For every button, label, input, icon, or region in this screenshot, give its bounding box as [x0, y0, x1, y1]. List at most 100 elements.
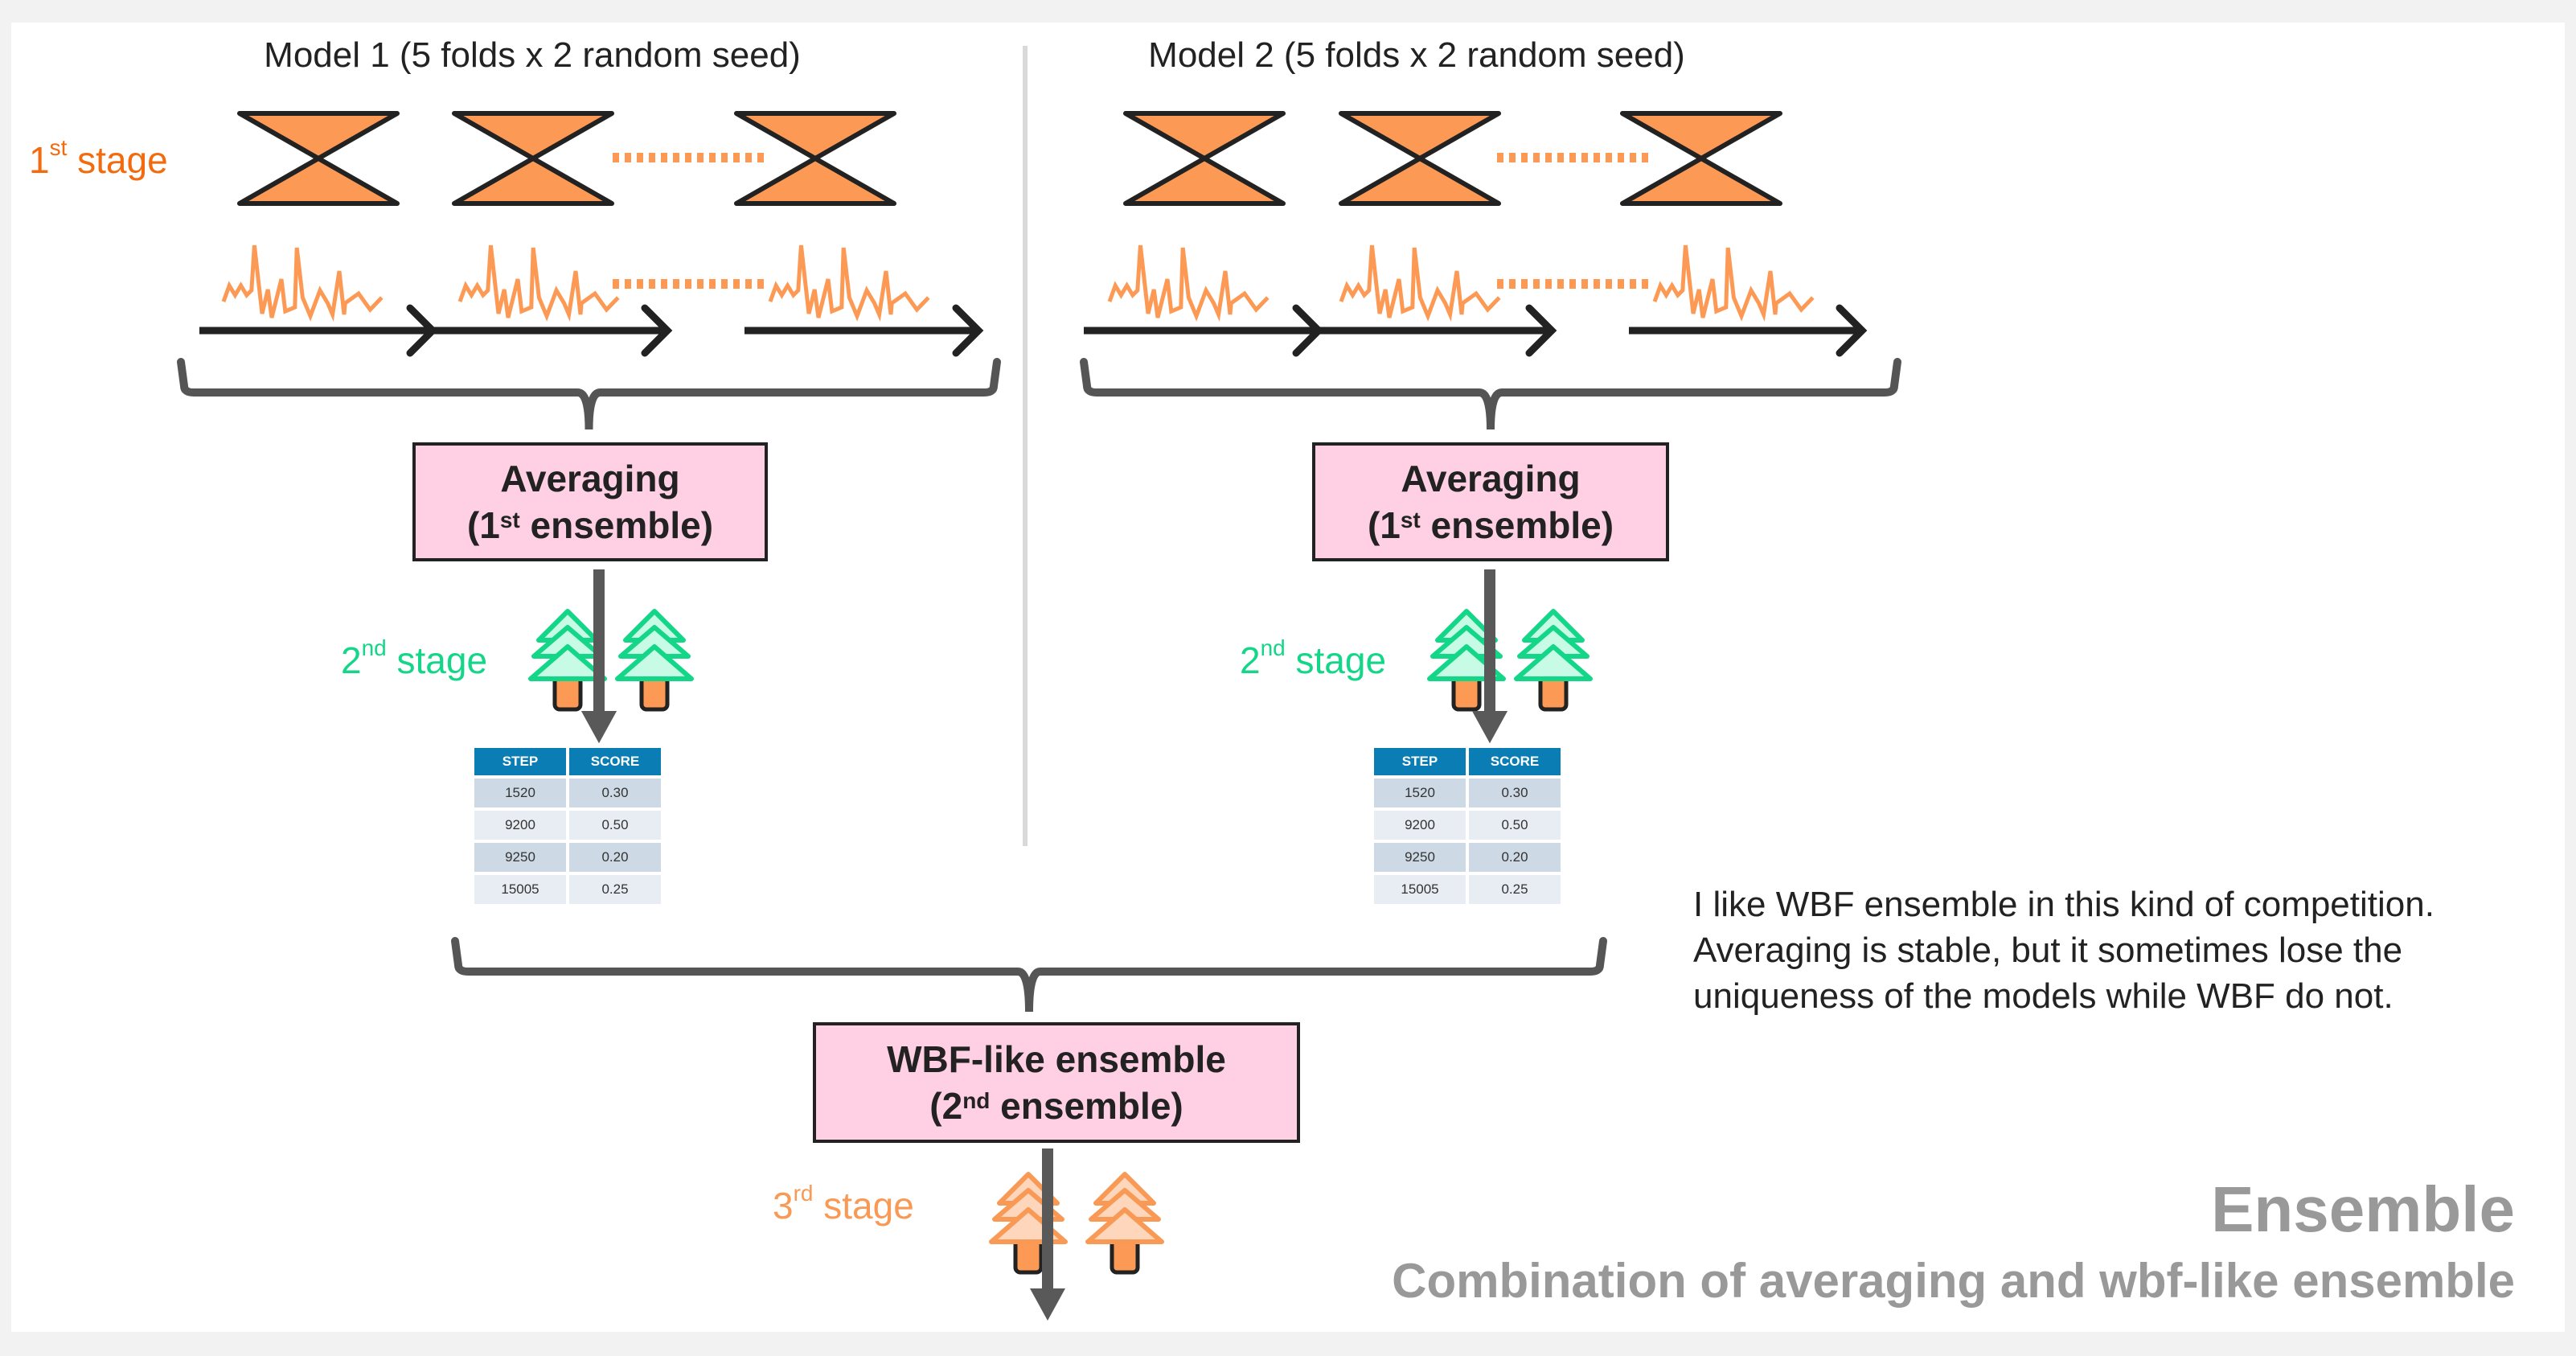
loss-curve-icon [1339, 244, 1501, 322]
model-hourglass-icon [1123, 111, 1286, 206]
subtitle-suffix: ensemble) [1420, 504, 1614, 546]
cell-step: 9200 [474, 811, 566, 840]
stage-3-label: 3rd stage [773, 1181, 914, 1227]
subtitle-sup: st [499, 507, 520, 532]
loss-curve-icon [457, 244, 620, 322]
stage-2-sup: nd [361, 635, 387, 660]
cell-score: 0.30 [569, 779, 661, 807]
model-hourglass-icon [734, 111, 896, 206]
stage-2-sup: nd [1260, 635, 1286, 660]
cell-step: 9250 [474, 843, 566, 872]
flow-arrow-head-icon [581, 711, 617, 743]
column-header-step: STEP [1374, 748, 1466, 775]
loss-curve-icon [221, 244, 384, 322]
cell-step: 15005 [474, 875, 566, 904]
subtitle-suffix: ensemble) [519, 504, 714, 546]
stage-2-text: stage [1285, 639, 1387, 681]
cell-score: 0.20 [1469, 843, 1561, 872]
table-header-row: STEP SCORE [474, 748, 661, 775]
loss-curve-icon [1652, 244, 1815, 322]
stage-1-text: stage [67, 139, 168, 181]
frame-left [0, 0, 11, 1356]
tree-icon [615, 609, 694, 712]
grouping-brace [177, 358, 1001, 430]
slide-title: Ensemble [2211, 1173, 2515, 1245]
table-header-row: STEP SCORE [1374, 748, 1561, 775]
cell-score: 0.20 [569, 843, 661, 872]
column-header-score: SCORE [1469, 748, 1561, 775]
cell-score: 0.30 [1469, 779, 1561, 807]
cell-step: 1520 [474, 779, 566, 807]
cell-step: 9250 [1374, 843, 1466, 872]
frame-bottom [0, 1332, 2576, 1356]
loss-curve-icon [768, 244, 930, 322]
averaging-box-model-1: Averaging (1st ensemble) [412, 442, 768, 561]
arrow-head-icon [641, 304, 673, 357]
stage-2-num: 2 [1240, 639, 1261, 681]
cell-score: 0.50 [1469, 811, 1561, 840]
subtitle-prefix: (1 [466, 504, 500, 546]
model-2-title: Model 2 (5 folds x 2 random seed) [1148, 35, 1685, 75]
averaging-box-subtitle: (1st ensemble) [1368, 502, 1614, 549]
grouping-brace [451, 937, 1607, 1013]
cell-score: 0.50 [569, 811, 661, 840]
column-header-score: SCORE [569, 748, 661, 775]
wbf-ensemble-box: WBF-like ensemble (2nd ensemble) [813, 1022, 1300, 1143]
tree-icon [989, 1172, 1068, 1275]
stage-2-text: stage [386, 639, 488, 681]
averaging-box-subtitle: (1st ensemble) [467, 502, 713, 549]
model-hourglass-icon [1620, 111, 1782, 206]
subtitle-sup: nd [962, 1088, 991, 1113]
column-header-step: STEP [474, 748, 566, 775]
averaging-box-model-2: Averaging (1st ensemble) [1312, 442, 1669, 561]
stage-2-num: 2 [341, 639, 362, 681]
note-line: I like WBF ensemble in this kind of comp… [1693, 885, 2434, 924]
stage-1-label: 1st stage [29, 135, 168, 182]
cell-score: 0.25 [569, 875, 661, 904]
frame-top [0, 0, 2576, 23]
wbf-box-subtitle: (2nd ensemble) [929, 1083, 1183, 1129]
flow-arrow-head-icon [1472, 711, 1507, 743]
arrow-head-icon [952, 304, 984, 357]
arrow-head-icon [1836, 304, 1868, 357]
subtitle-prefix: (1 [1367, 504, 1401, 546]
grouping-brace [1080, 358, 1901, 430]
stage-1-sup: st [49, 135, 68, 160]
stage-1-num: 1 [29, 139, 50, 181]
tree-icon [528, 609, 607, 712]
cell-step: 1520 [1374, 779, 1466, 807]
stage-3-num: 3 [773, 1185, 794, 1227]
note-line: Averaging is stable, but it sometimes lo… [1693, 931, 2403, 970]
cell-step: 15005 [1374, 875, 1466, 904]
subtitle-prefix: (2 [929, 1085, 963, 1127]
stage-3-text: stage [813, 1185, 914, 1227]
arrow-head-icon [1525, 304, 1557, 357]
frame-right [2565, 0, 2576, 1356]
cell-step: 9200 [1374, 811, 1466, 840]
slide-subtitle: Combination of averaging and wbf-like en… [1392, 1254, 2515, 1308]
averaging-box-title: Averaging [1401, 458, 1581, 499]
commentary-note: I like WBF ensemble in this kind of comp… [1693, 881, 2434, 1019]
stage-2-label-model-1: 2nd stage [341, 635, 488, 682]
model-hourglass-icon [452, 111, 614, 206]
cell-score: 0.25 [1469, 875, 1561, 904]
tree-icon [1085, 1172, 1164, 1275]
tree-icon [1514, 609, 1593, 712]
subtitle-sup: st [1400, 507, 1421, 532]
averaging-box-title: Averaging [500, 458, 680, 499]
loss-curve-icon [1107, 244, 1270, 322]
stage-3-sup: rd [793, 1181, 814, 1206]
model-1-title: Model 1 (5 folds x 2 random seed) [264, 35, 801, 75]
